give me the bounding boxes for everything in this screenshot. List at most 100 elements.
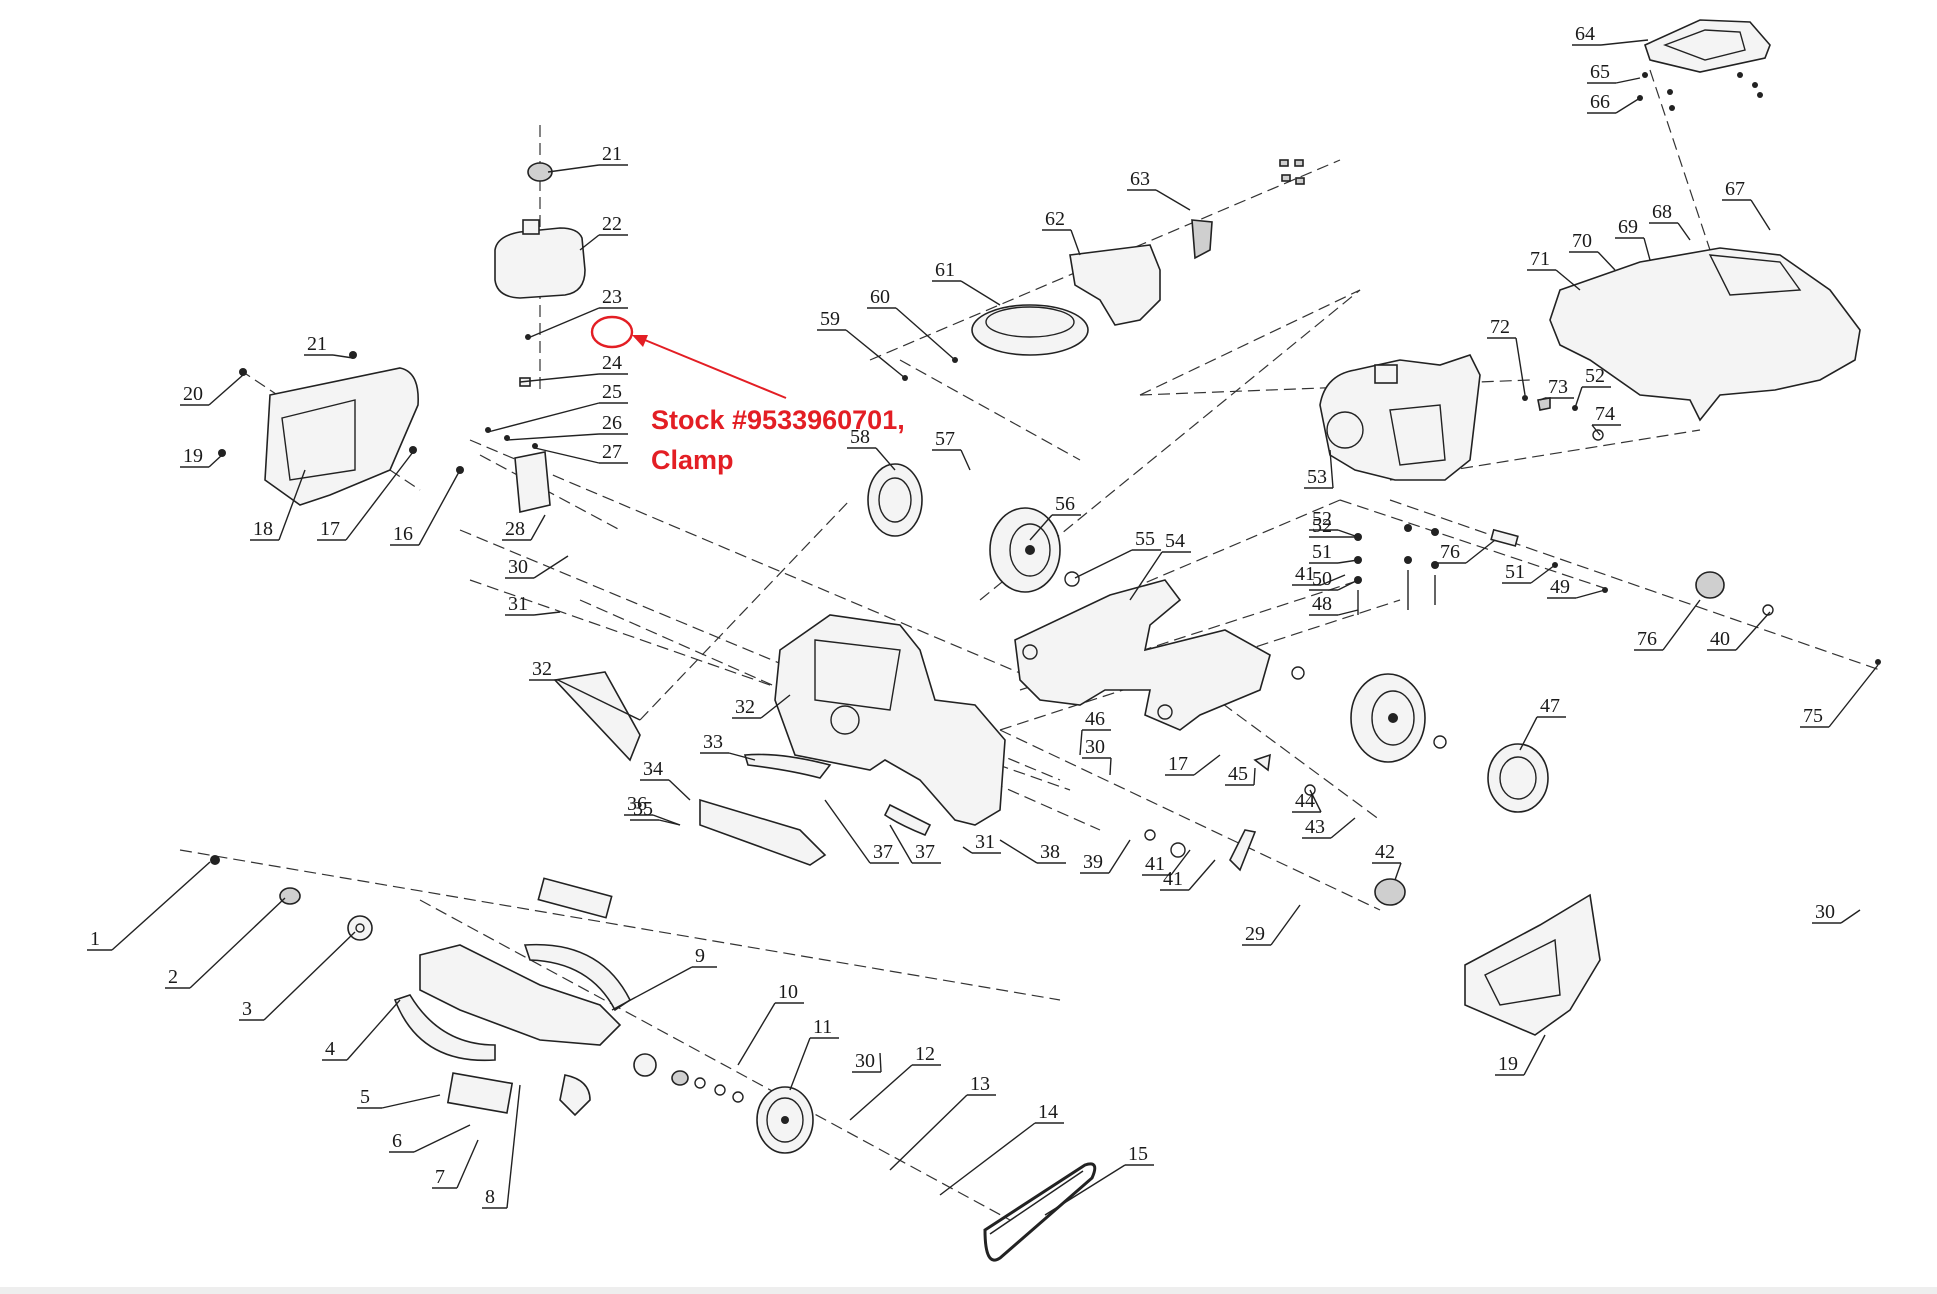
- leader-line: [1070, 229, 1081, 256]
- part-label-16: 16: [393, 523, 413, 545]
- part-label-52: 52: [1312, 515, 1332, 537]
- leader-line: [1337, 559, 1359, 564]
- leader-line: [1320, 574, 1346, 586]
- part-label-40: 40: [1710, 628, 1730, 650]
- leader-line: [1600, 39, 1649, 46]
- part-label-50: 50: [1312, 568, 1332, 590]
- leader-line: [208, 374, 244, 406]
- leader-line: [960, 280, 1001, 306]
- leader-line: [999, 839, 1038, 864]
- part-label-62: 62: [1045, 208, 1065, 230]
- leader-line: [1155, 189, 1191, 211]
- leader-line: [111, 861, 211, 951]
- leader-line: [533, 611, 561, 616]
- part-label-68: 68: [1652, 201, 1672, 223]
- leader-line: [332, 354, 354, 359]
- part-label-76: 76: [1440, 541, 1460, 563]
- leader-line: [579, 234, 600, 251]
- leader-line: [418, 469, 461, 546]
- leader-line: [1044, 1164, 1126, 1216]
- leader-line: [1193, 754, 1221, 776]
- leader-line: [533, 555, 569, 579]
- part-label-49: 49: [1550, 576, 1570, 598]
- leader-line: [1662, 599, 1701, 651]
- part-label-11: 11: [813, 1016, 832, 1038]
- part-label-25: 25: [602, 381, 622, 403]
- highlight-callout: Stock #9533960701, Clamp: [590, 315, 905, 475]
- part-label-30: 30: [855, 1050, 875, 1072]
- leader-line: [1337, 529, 1359, 538]
- part-label-37: 37: [915, 841, 935, 863]
- leader-line: [1309, 789, 1322, 813]
- part-label-27: 27: [602, 441, 622, 463]
- leader-line: [875, 447, 896, 471]
- leader-line: [1575, 589, 1606, 599]
- part-label-29: 29: [1245, 923, 1265, 945]
- callout-line-2: Clamp: [651, 445, 734, 475]
- callout-arrowhead: [632, 335, 648, 347]
- leader-line: [760, 694, 791, 719]
- leader-line: [1329, 449, 1334, 489]
- leader-line: [889, 1094, 968, 1171]
- leader-line: [1574, 386, 1583, 409]
- part-label-21: 21: [602, 143, 622, 165]
- part-label-51: 51: [1505, 561, 1525, 583]
- part-label-1: 1: [90, 928, 100, 950]
- part-label-76: 76: [1637, 628, 1657, 650]
- part-label-32: 32: [532, 658, 552, 680]
- bottom-strip: [0, 1287, 1937, 1294]
- part-number-labels: 1234567891011121314151617171819192021212…: [87, 23, 1879, 1216]
- part-label-20: 20: [183, 383, 203, 405]
- part-label-64: 64: [1575, 23, 1595, 45]
- part-label-30: 30: [1815, 901, 1835, 923]
- leader-line: [487, 402, 600, 433]
- leader-line: [346, 999, 401, 1061]
- leader-line: [506, 433, 600, 441]
- leader-line: [789, 1037, 811, 1091]
- part-label-36: 36: [627, 793, 647, 815]
- part-label-51: 51: [1312, 541, 1332, 563]
- leader-line: [1539, 397, 1546, 401]
- leader-line: [1394, 862, 1402, 881]
- part-label-60: 60: [870, 286, 890, 308]
- leader-line: [668, 779, 691, 801]
- part-label-13: 13: [970, 1073, 990, 1095]
- leader-line: [527, 307, 600, 339]
- part-label-41: 41: [1295, 563, 1315, 585]
- leader-line: [1750, 199, 1771, 231]
- leader-line: [534, 447, 600, 464]
- leader-line: [652, 814, 681, 826]
- part-label-58: 58: [850, 426, 870, 448]
- part-label-15: 15: [1128, 1143, 1148, 1165]
- leader-line: [824, 799, 871, 864]
- leader-line: [1029, 514, 1053, 541]
- leader-line: [530, 514, 546, 541]
- leader-line: [189, 897, 286, 989]
- part-label-12: 12: [915, 1043, 935, 1065]
- part-label-57: 57: [935, 428, 955, 450]
- leader-line: [1465, 539, 1496, 564]
- leader-line: [381, 1094, 441, 1109]
- part-label-26: 26: [602, 412, 622, 434]
- leader-line: [1615, 77, 1641, 84]
- part-label-19: 19: [183, 445, 203, 467]
- leader-line: [962, 846, 973, 854]
- leader-line: [1270, 904, 1301, 946]
- part-label-47: 47: [1540, 695, 1560, 717]
- part-label-66: 66: [1590, 91, 1610, 113]
- part-label-38: 38: [1040, 841, 1060, 863]
- part-label-10: 10: [778, 981, 798, 1003]
- part-label-33: 33: [703, 731, 723, 753]
- leader-line: [1597, 251, 1616, 271]
- leader-line: [1523, 1034, 1546, 1076]
- part-label-18: 18: [253, 518, 273, 540]
- leader-line: [547, 164, 600, 173]
- leader-line: [960, 449, 971, 471]
- part-label-41: 41: [1163, 868, 1183, 890]
- part-label-73: 73: [1548, 376, 1568, 398]
- leader-line: [939, 1122, 1036, 1196]
- leader-line: [1129, 551, 1163, 601]
- leader-line: [1643, 237, 1651, 261]
- part-label-67: 67: [1725, 178, 1745, 200]
